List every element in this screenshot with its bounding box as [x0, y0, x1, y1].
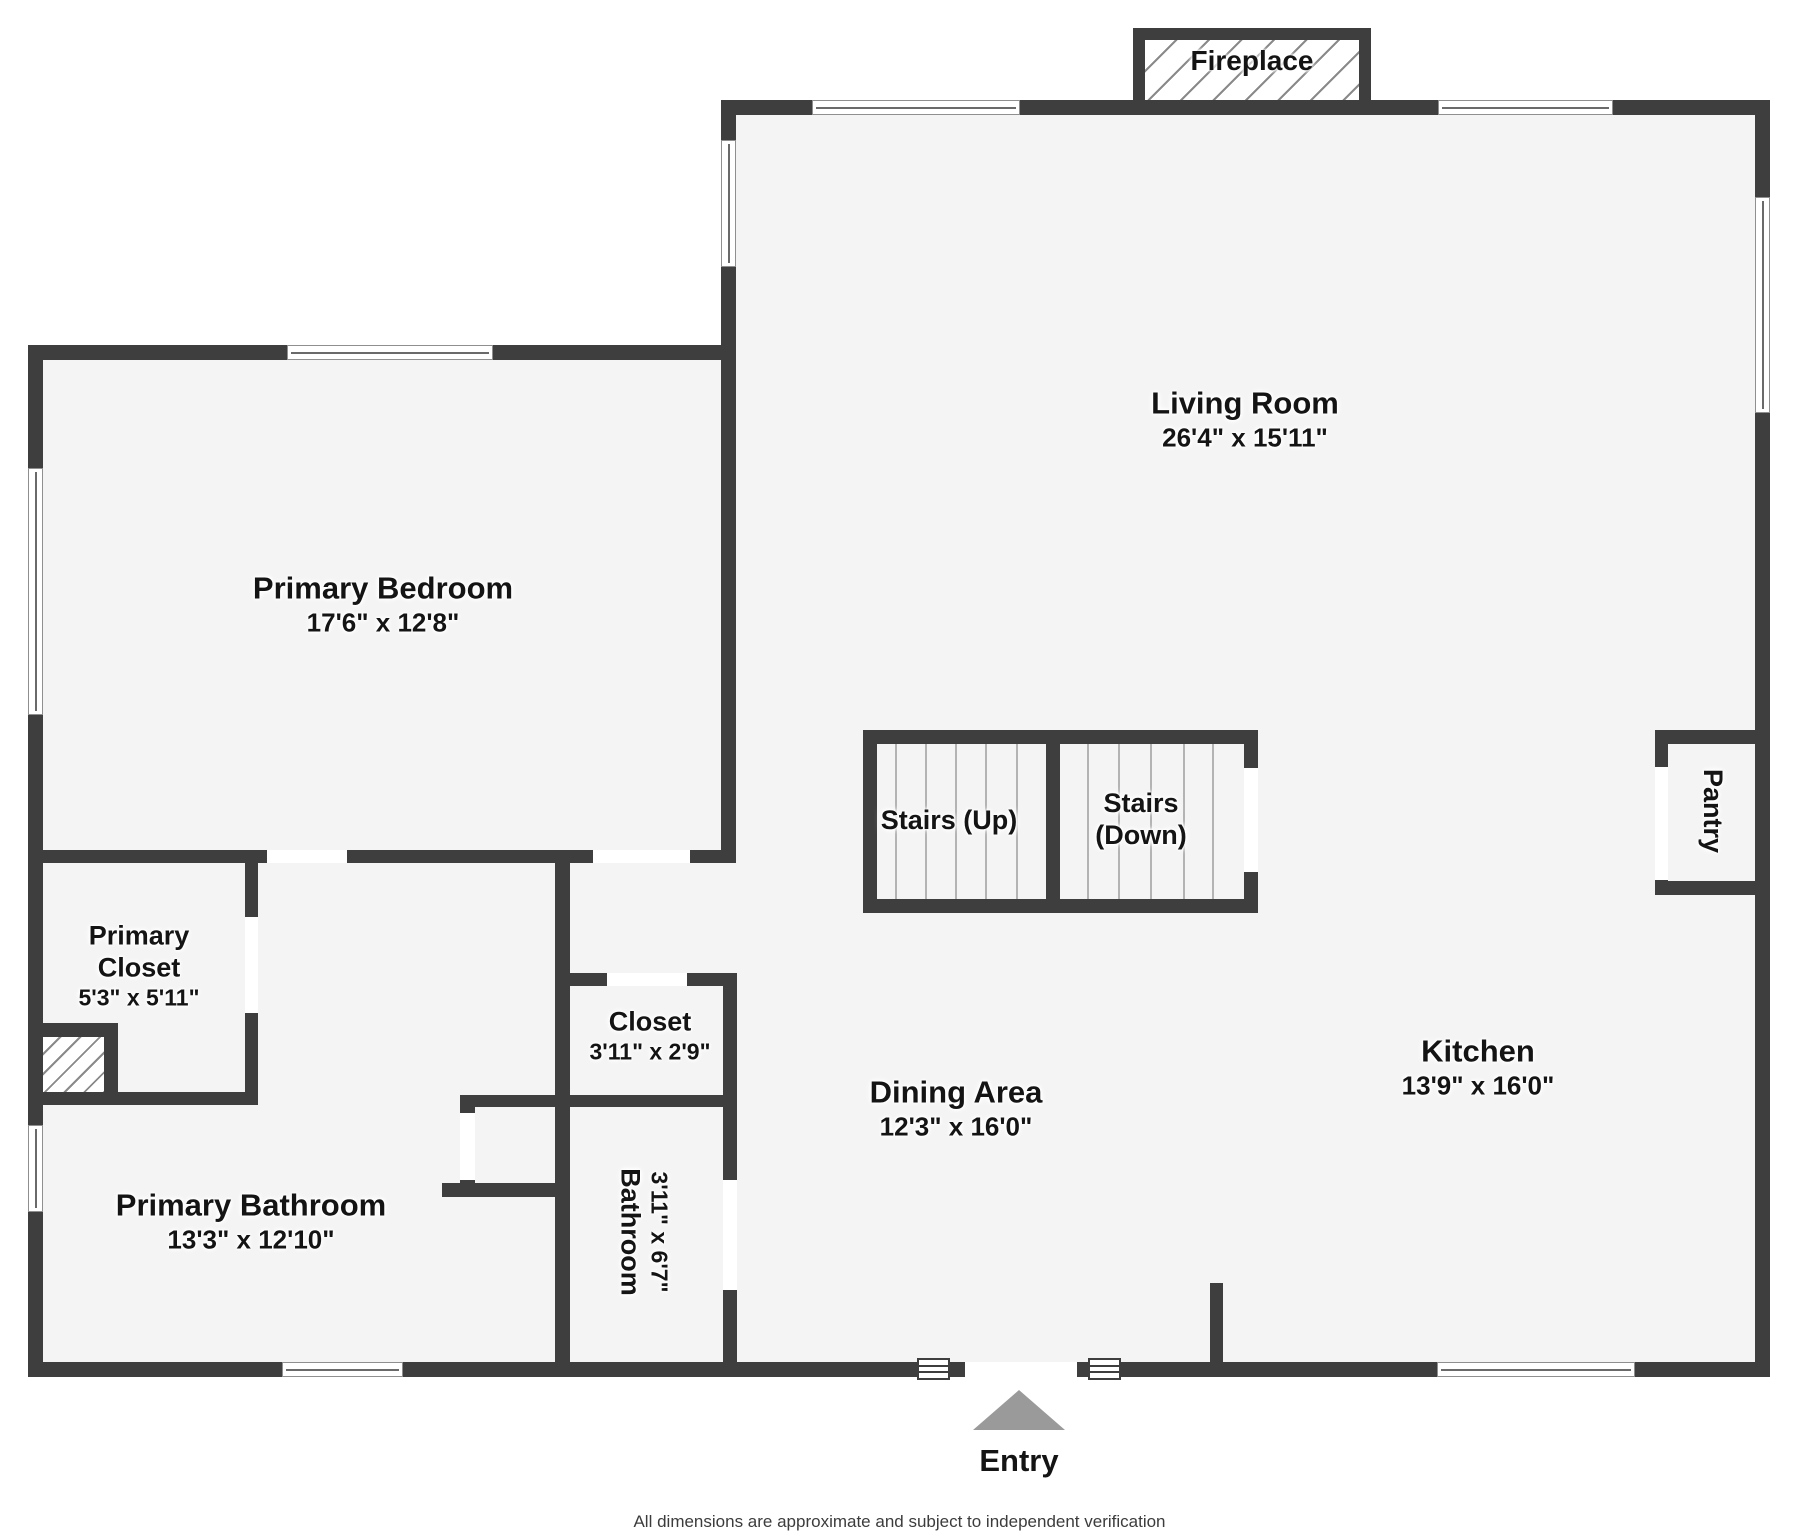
wall-segment: [28, 1092, 258, 1105]
primary-bedroom-name: Primary Bedroom: [252, 570, 514, 606]
living-room-name: Living Room: [1151, 385, 1339, 421]
entry-arrow-icon: [973, 1390, 1065, 1430]
pantry-label: Pantry: [1696, 769, 1728, 853]
stairs-down-label: Stairs (Down): [1076, 788, 1206, 852]
stair-tread: [1212, 744, 1214, 899]
entry-sidelight-window: [917, 1358, 950, 1380]
wall-segment: [1359, 28, 1371, 100]
door-opening: [607, 973, 687, 986]
wall-segment: [1133, 28, 1371, 40]
wall-segment: [863, 730, 1258, 744]
stair-tread: [1016, 744, 1018, 899]
window: [1438, 100, 1613, 115]
chimney-hatch: [42, 1037, 104, 1092]
window: [287, 345, 493, 360]
stair-tread: [1183, 744, 1185, 899]
stair-tread: [985, 744, 987, 899]
door-opening: [723, 1180, 737, 1290]
door-opening: [965, 1362, 1077, 1377]
stairs-down-name: Stairs (Down): [1095, 788, 1187, 850]
stair-tread: [1150, 744, 1152, 899]
wall-segment: [863, 899, 1258, 913]
stairs-up-name: Stairs (Up): [880, 805, 1018, 836]
wall-segment: [555, 863, 570, 1362]
wall-segment: [28, 1023, 118, 1037]
primary-bathroom-name: Primary Bathroom: [115, 1187, 387, 1223]
window: [28, 1125, 43, 1212]
entry-sidelight-window: [1088, 1358, 1121, 1380]
door-opening: [1244, 768, 1258, 872]
window: [812, 100, 1020, 115]
kitchen-dimensions: 13'9" x 16'0": [1401, 1069, 1555, 1100]
door-opening: [267, 850, 347, 863]
door-opening: [593, 850, 690, 863]
wall-segment: [1655, 881, 1768, 895]
bathroom-dimensions: 3'11" x 6'7": [646, 1171, 673, 1293]
wall-segment: [104, 1023, 118, 1105]
wall-segment: [863, 730, 877, 913]
primary-bathroom-dimensions: 13'3" x 12'10": [167, 1223, 335, 1254]
dining-area-dimensions: 12'3" x 16'0": [879, 1110, 1033, 1141]
window: [1755, 197, 1770, 413]
wall-segment: [460, 1095, 555, 1107]
entry-label: Entry: [979, 1443, 1059, 1478]
wall-segment: [28, 1362, 1770, 1377]
door-opening: [1655, 767, 1668, 880]
bathroom-name: Bathroom: [615, 1168, 646, 1296]
dining-area-name: Dining Area: [869, 1074, 1043, 1110]
wall-segment: [723, 973, 737, 1362]
stair-tread: [1118, 744, 1120, 899]
stair-tread: [1087, 744, 1089, 899]
fireplace-hatch: [1145, 40, 1359, 100]
stairs-up-label: Stairs (Up): [881, 805, 1018, 837]
closet-dimensions: 3'11" x 2'9": [589, 1038, 711, 1065]
door-opening: [460, 1113, 475, 1180]
wall-segment: [1655, 730, 1768, 744]
living-room-dimensions: 26'4" x 15'11": [1162, 421, 1328, 452]
bathroom-label: 3'11" x 6'7"Bathroom: [614, 1168, 673, 1296]
stair-tread: [925, 744, 927, 899]
window: [721, 140, 736, 267]
primary-bedroom-dimensions: 17'6" x 12'8": [306, 606, 460, 637]
wall-segment: [442, 1183, 570, 1197]
closet-name: Closet: [608, 1006, 692, 1037]
wall-segment: [28, 850, 736, 863]
door-opening: [245, 917, 258, 1013]
window: [28, 468, 43, 715]
primary-closet-dimensions: 5'3" x 5'11": [78, 984, 200, 1011]
pantry-name: Pantry: [1697, 768, 1728, 854]
kitchen-name: Kitchen: [1421, 1033, 1535, 1069]
window: [1437, 1362, 1635, 1377]
fireplace-label: Fireplace: [1190, 45, 1314, 76]
wall-segment: [1046, 730, 1060, 913]
primary-closet-name: Primary Closet: [88, 920, 190, 983]
stair-tread: [955, 744, 957, 899]
wall-segment: [1210, 1283, 1223, 1373]
wall-segment: [555, 1095, 737, 1107]
window: [282, 1362, 403, 1377]
wall-segment: [1133, 28, 1145, 100]
disclaimer-text: All dimensions are approximate and subje…: [633, 1512, 1166, 1531]
stair-tread: [895, 744, 897, 899]
wall-segment: [721, 360, 736, 863]
